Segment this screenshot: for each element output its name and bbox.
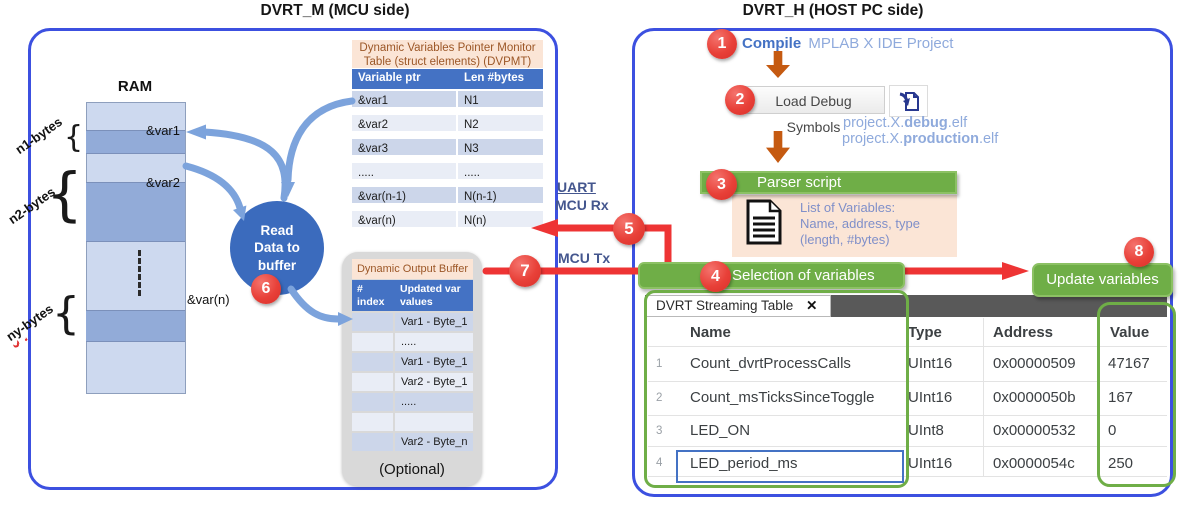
cell-address[interactable]: 0x00000532 bbox=[993, 422, 1076, 439]
col-header-value[interactable]: Value bbox=[1110, 324, 1150, 341]
host-box bbox=[632, 28, 1173, 497]
cell-value[interactable]: 250 bbox=[1108, 455, 1134, 472]
cell-address[interactable]: 0x0000054c bbox=[993, 455, 1075, 472]
mcu-box bbox=[28, 28, 558, 490]
brace-n2: { bbox=[46, 160, 83, 228]
cell-type[interactable]: UInt16 bbox=[908, 389, 953, 406]
debug-elf-filename: project.X.debug.elf bbox=[843, 115, 968, 131]
ram-label-var1: &var1 bbox=[146, 123, 180, 138]
mcu-tx-label: MCU Tx bbox=[558, 250, 611, 266]
buffer-col-index: #index bbox=[357, 283, 385, 308]
buffer-row: ..... bbox=[352, 333, 473, 351]
cell-address[interactable]: 0x00000509 bbox=[993, 355, 1076, 372]
ram-title: RAM bbox=[117, 78, 153, 95]
cell-name[interactable]: Count_dvrtProcessCalls bbox=[690, 355, 851, 372]
table-divider bbox=[983, 318, 984, 476]
brace-ny: { bbox=[52, 288, 80, 339]
line-selection-to-mcu-rx bbox=[552, 224, 672, 266]
step-circle-2: 2 bbox=[725, 85, 755, 115]
mcu-box-title: DVRT_M (MCU side) bbox=[260, 2, 410, 19]
update-variables-bar: Update variables bbox=[1032, 263, 1173, 297]
buffer-row bbox=[352, 413, 473, 431]
arrow-circle-to-ram bbox=[200, 128, 289, 202]
cell-type[interactable]: UInt16 bbox=[908, 355, 953, 372]
dvpmt-row: &var(n-1)N(n-1) bbox=[352, 187, 543, 203]
buffer-row: Var1 - Byte_1 bbox=[352, 353, 473, 371]
step-circle-3: 3 bbox=[706, 169, 737, 200]
buffer-row: Var1 - Byte_1 bbox=[352, 313, 473, 331]
arrow-ram-to-circle bbox=[182, 162, 244, 212]
parser-script-bar: Parser script bbox=[700, 171, 957, 194]
buffer-row: Var2 - Byte_n bbox=[352, 433, 473, 451]
selected-cell-outline bbox=[676, 450, 904, 483]
name-column-highlight bbox=[644, 290, 909, 488]
output-buffer-title: Dynamic Output Buffer bbox=[352, 259, 473, 279]
production-elf-filename: project.X.production.elf bbox=[842, 131, 999, 147]
ram-band-var2 bbox=[86, 182, 185, 242]
dvpmt-col-ptr: Variable ptr bbox=[358, 72, 421, 84]
row-number: 4 bbox=[656, 457, 663, 469]
arrow-dvpmt-to-circle bbox=[284, 97, 356, 184]
host-box-title: DVRT_H (HOST PC side) bbox=[742, 2, 924, 19]
ram-label-var2: &var2 bbox=[146, 175, 180, 190]
parser-info-text: List of Variables: Name, address, type (… bbox=[800, 200, 920, 247]
cell-value[interactable]: 167 bbox=[1108, 389, 1134, 406]
col-header-type[interactable]: Type bbox=[908, 324, 942, 341]
step1-text: Compile MPLAB X IDE Project bbox=[742, 35, 954, 52]
cell-type[interactable]: UInt16 bbox=[908, 455, 953, 472]
close-icon[interactable]: ✕ bbox=[806, 298, 818, 313]
dvpmt-row: &var(n)N(n) bbox=[352, 211, 543, 227]
optional-note: (Optional) bbox=[379, 461, 445, 478]
tab-dvrt-streaming-table[interactable]: DVRT Streaming Table ✕ bbox=[646, 295, 831, 317]
uart-label: UART bbox=[557, 179, 596, 195]
step-circle-6: 6 bbox=[251, 274, 281, 304]
buffer-row: ..... bbox=[352, 393, 473, 411]
selection-of-variables-bar: Selection of variables bbox=[638, 262, 905, 289]
step-circle-5: 5 bbox=[613, 213, 645, 245]
cell-value[interactable]: 0 bbox=[1108, 422, 1117, 439]
step-circle-7: 7 bbox=[509, 255, 541, 287]
arrow-circle-to-buffer bbox=[287, 285, 342, 323]
load-debug-symbols-button[interactable]: Load Debug Symbols bbox=[742, 86, 885, 135]
row-number: 2 bbox=[656, 392, 663, 404]
ram-band-varn bbox=[86, 310, 185, 342]
ram-ellipsis-dashes bbox=[138, 250, 141, 296]
cell-name[interactable]: LED_ON bbox=[690, 422, 751, 439]
mcu-rx-label: MCU Rx bbox=[555, 197, 609, 213]
step-circle-1: 1 bbox=[707, 29, 737, 59]
col-header-name[interactable]: Name bbox=[690, 324, 731, 341]
dvpmt-row: .......... bbox=[352, 163, 543, 179]
step-circle-8: 8 bbox=[1124, 237, 1154, 267]
cell-type[interactable]: UInt8 bbox=[908, 422, 944, 439]
row-number: 1 bbox=[656, 358, 663, 370]
col-header-address[interactable]: Address bbox=[993, 324, 1054, 341]
cell-name[interactable]: LED_period_ms bbox=[690, 455, 798, 472]
ram-band-var1 bbox=[86, 130, 185, 154]
ram-label-varn: &var(n) bbox=[187, 292, 230, 307]
value-column-highlight bbox=[1097, 302, 1176, 487]
cell-value[interactable]: 47167 bbox=[1108, 355, 1150, 372]
step-circle-4: 4 bbox=[700, 261, 731, 292]
document-icon bbox=[746, 199, 782, 250]
cell-name[interactable]: Count_msTicksSinceToggle bbox=[690, 389, 875, 406]
dvpmt-header-row: Variable ptr Len #bytes bbox=[352, 69, 543, 89]
load-symbols-icon[interactable] bbox=[889, 85, 928, 117]
dvpmt-title: Dynamic Variables Pointer Monitor Table … bbox=[352, 40, 543, 68]
dvpmt-col-len: Len #bytes bbox=[464, 72, 525, 84]
row-number: 3 bbox=[656, 425, 663, 437]
cell-address[interactable]: 0x0000050b bbox=[993, 389, 1076, 406]
buffer-row: Var2 - Byte_1 bbox=[352, 373, 473, 391]
brace-n1: { bbox=[64, 120, 84, 155]
